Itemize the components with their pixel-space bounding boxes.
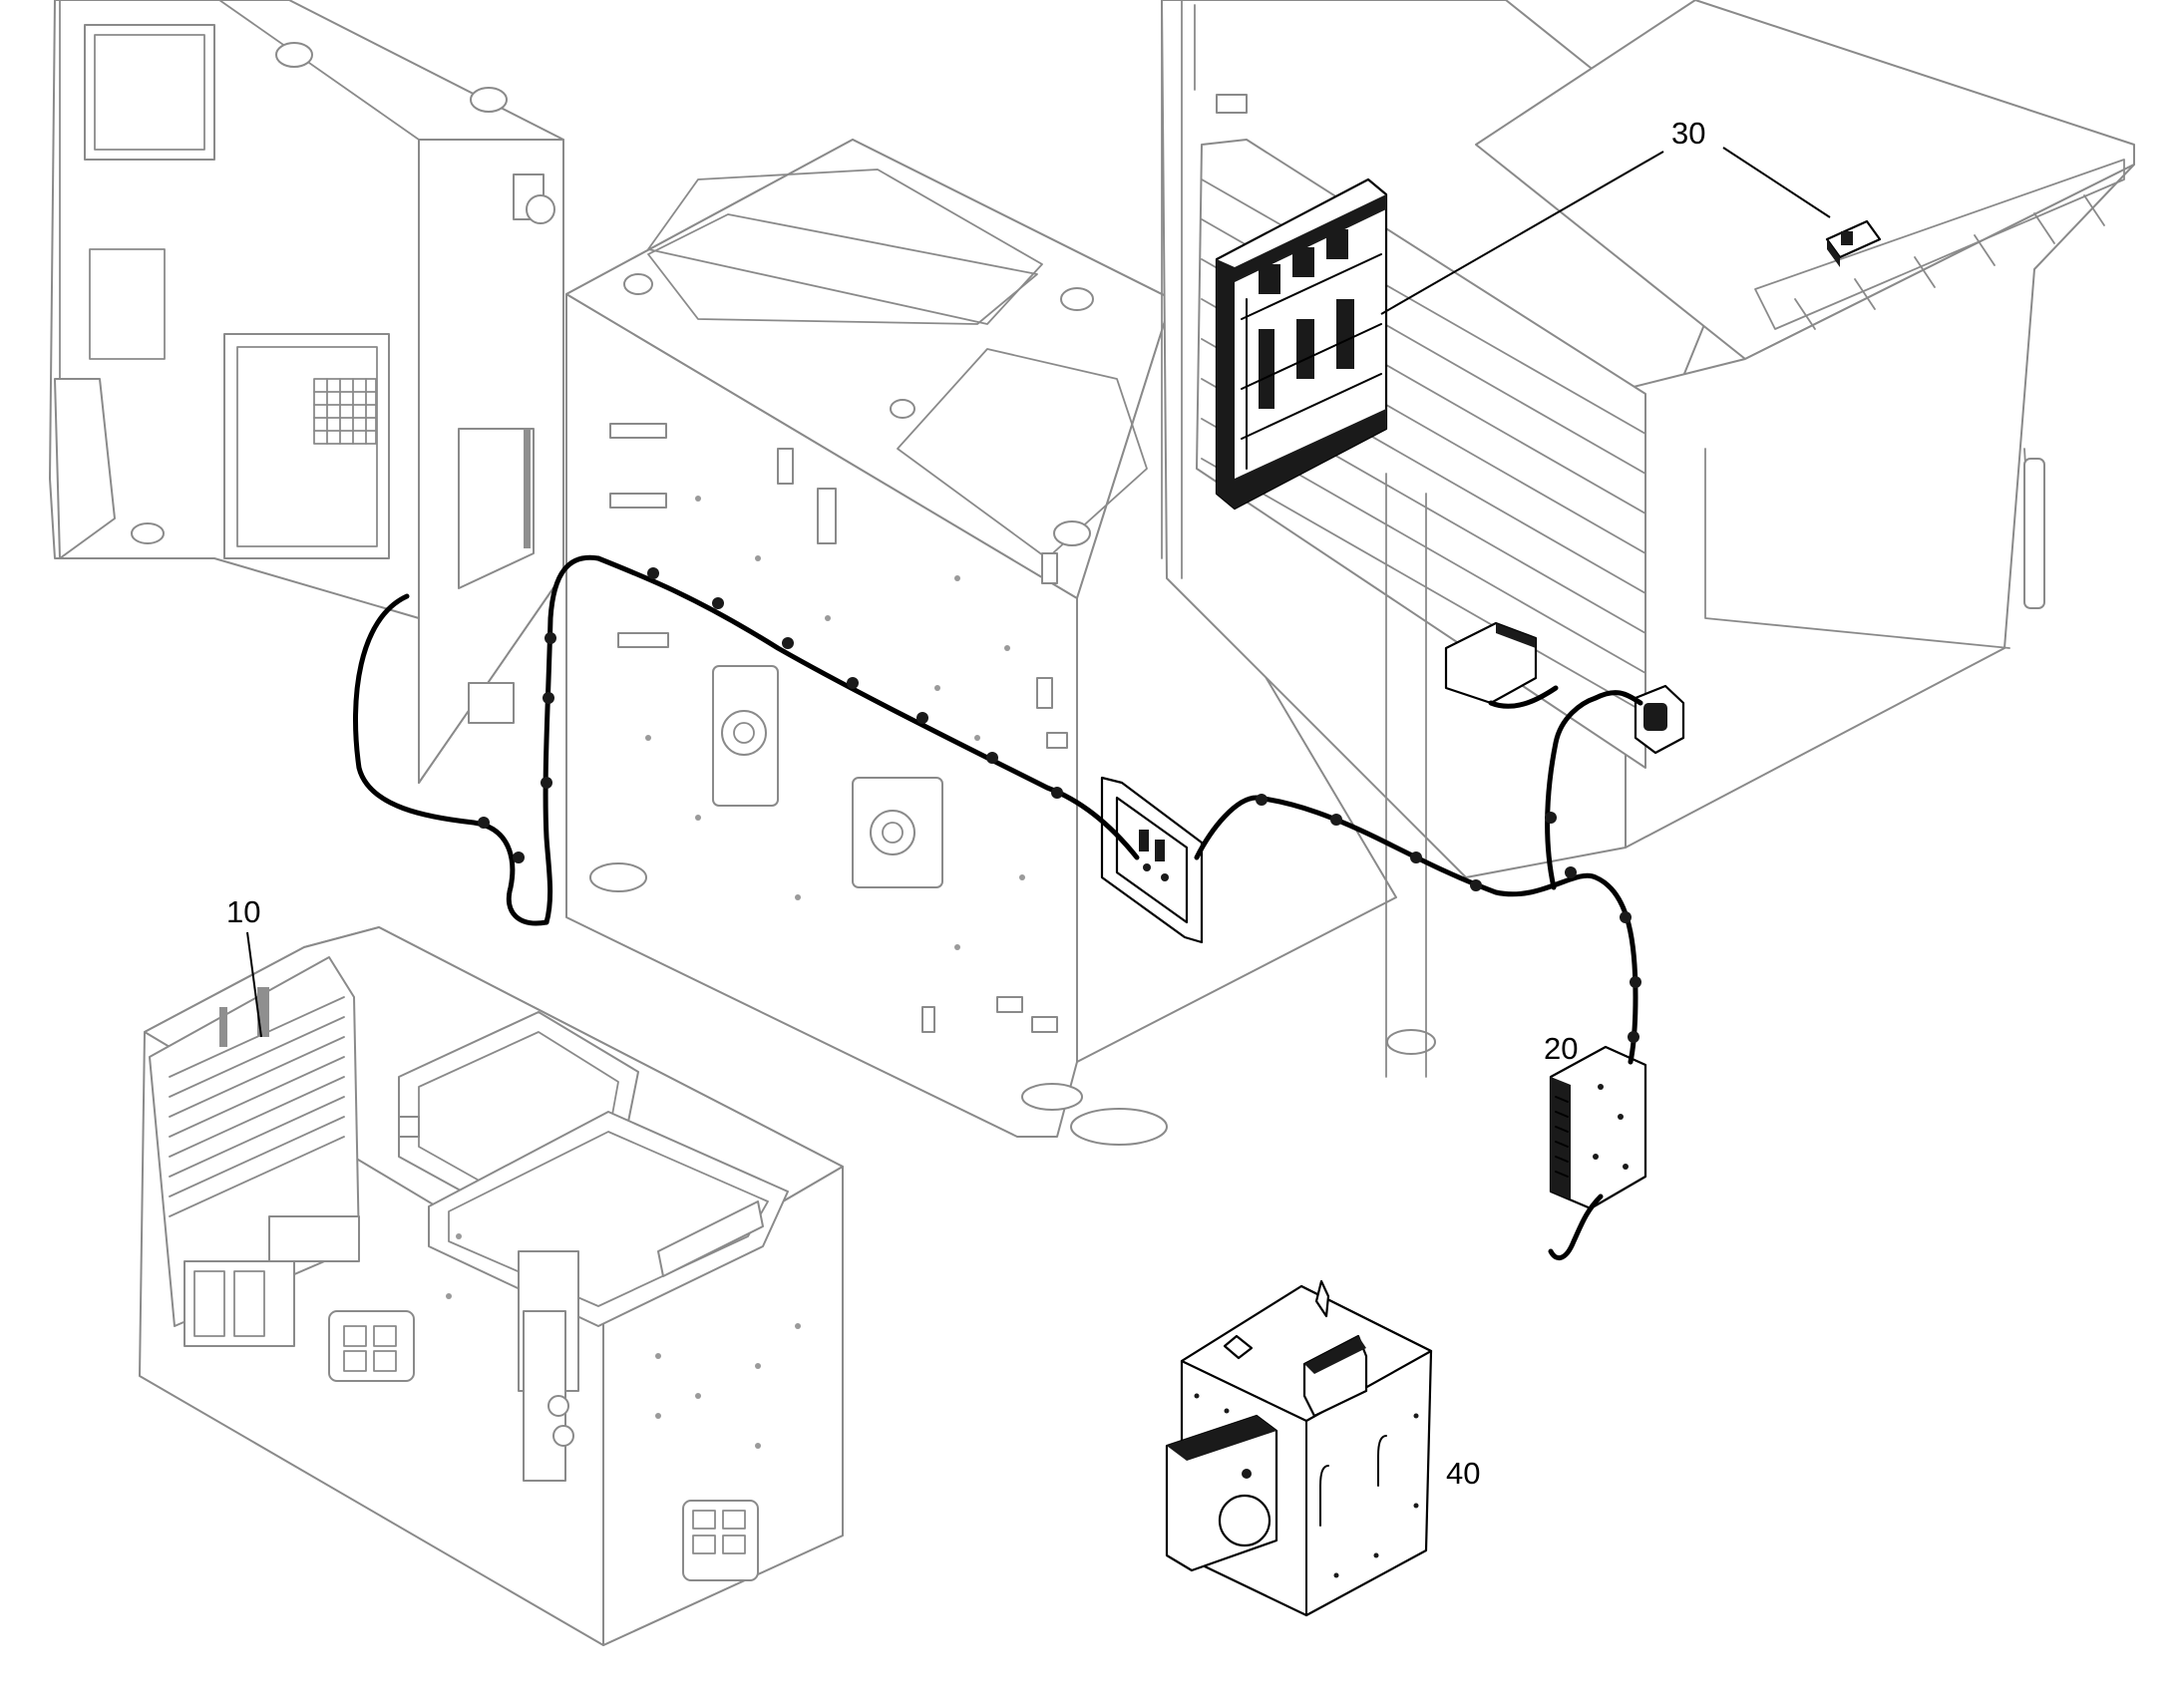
- vent-grille-ghost: [313, 378, 377, 445]
- part-30-roof-switch: [1825, 219, 1882, 267]
- part-30-cable-box: [1444, 621, 1685, 755]
- callout-label-10: 10: [226, 894, 260, 929]
- part-20-control-unit: [1549, 1045, 1647, 1210]
- callout-20: 20: [1544, 1031, 1578, 1066]
- callout-30: 30: [1380, 116, 1831, 315]
- part-30-circuit-board: [1215, 177, 1388, 511]
- callout-40: 40: [1446, 1456, 1480, 1491]
- callout-label-30: 30: [1671, 116, 1705, 151]
- part-40-transformer: [1165, 1279, 1433, 1617]
- cable-harness: [353, 554, 1643, 1260]
- left-cabinet-ghost: [49, 0, 564, 784]
- callout-label-40: 40: [1446, 1456, 1480, 1491]
- callout-10: 10: [226, 894, 262, 1038]
- mid-control-panel: [1100, 776, 1204, 944]
- callout-label-20: 20: [1544, 1031, 1578, 1066]
- lower-left-unit-ghost: [139, 926, 844, 1646]
